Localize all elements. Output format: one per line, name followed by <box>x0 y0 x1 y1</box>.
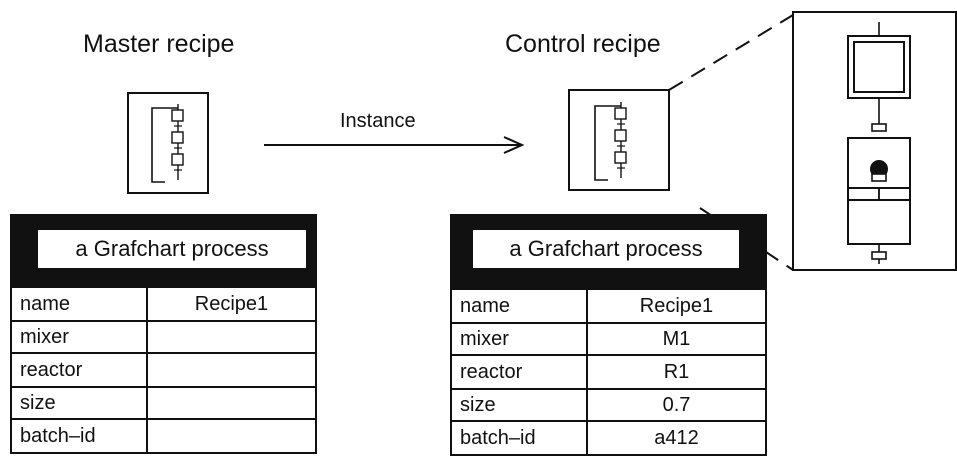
attribute-key: batch–id <box>450 420 588 456</box>
attribute-key: batch–id <box>10 418 148 454</box>
control-procedure-icon <box>568 89 670 191</box>
zoomed-grafchart-detail <box>792 11 957 271</box>
attribute-row: size <box>10 386 317 420</box>
attribute-value: R1 <box>586 354 767 390</box>
instance-arrow-label: Instance <box>340 110 416 132</box>
attribute-key: size <box>10 386 148 420</box>
transition-icon <box>871 123 887 132</box>
control-recipe-title: Control recipe <box>505 30 661 58</box>
initial-step-icon <box>847 35 911 99</box>
master-process-label: a Grafchart process <box>37 229 307 269</box>
attribute-key: size <box>450 388 588 422</box>
attribute-value <box>146 320 317 354</box>
attribute-value <box>146 352 317 388</box>
instance-arrow <box>264 136 525 154</box>
attribute-key: mixer <box>450 322 588 356</box>
attribute-value <box>146 418 317 454</box>
transition-icon <box>871 173 887 182</box>
attribute-value <box>146 386 317 420</box>
transition-icon <box>871 251 887 260</box>
master-recipe-title: Master recipe <box>83 30 235 58</box>
attribute-value: M1 <box>586 322 767 356</box>
attribute-value: 0.7 <box>586 388 767 422</box>
attribute-value: a412 <box>586 420 767 456</box>
attribute-row: reactor <box>10 352 317 388</box>
attribute-row: mixer <box>10 320 317 354</box>
attribute-row: batch–id <box>10 418 317 454</box>
attribute-key: name <box>10 286 148 322</box>
master-procedure-icon <box>127 92 209 194</box>
control-process-label: a Grafchart process <box>472 229 740 269</box>
attribute-key: name <box>450 288 588 324</box>
attribute-value: Recipe1 <box>146 286 317 322</box>
attribute-value: Recipe1 <box>586 288 767 324</box>
attribute-key: mixer <box>10 320 148 354</box>
attribute-key: reactor <box>10 352 148 388</box>
attribute-key: reactor <box>450 354 588 390</box>
